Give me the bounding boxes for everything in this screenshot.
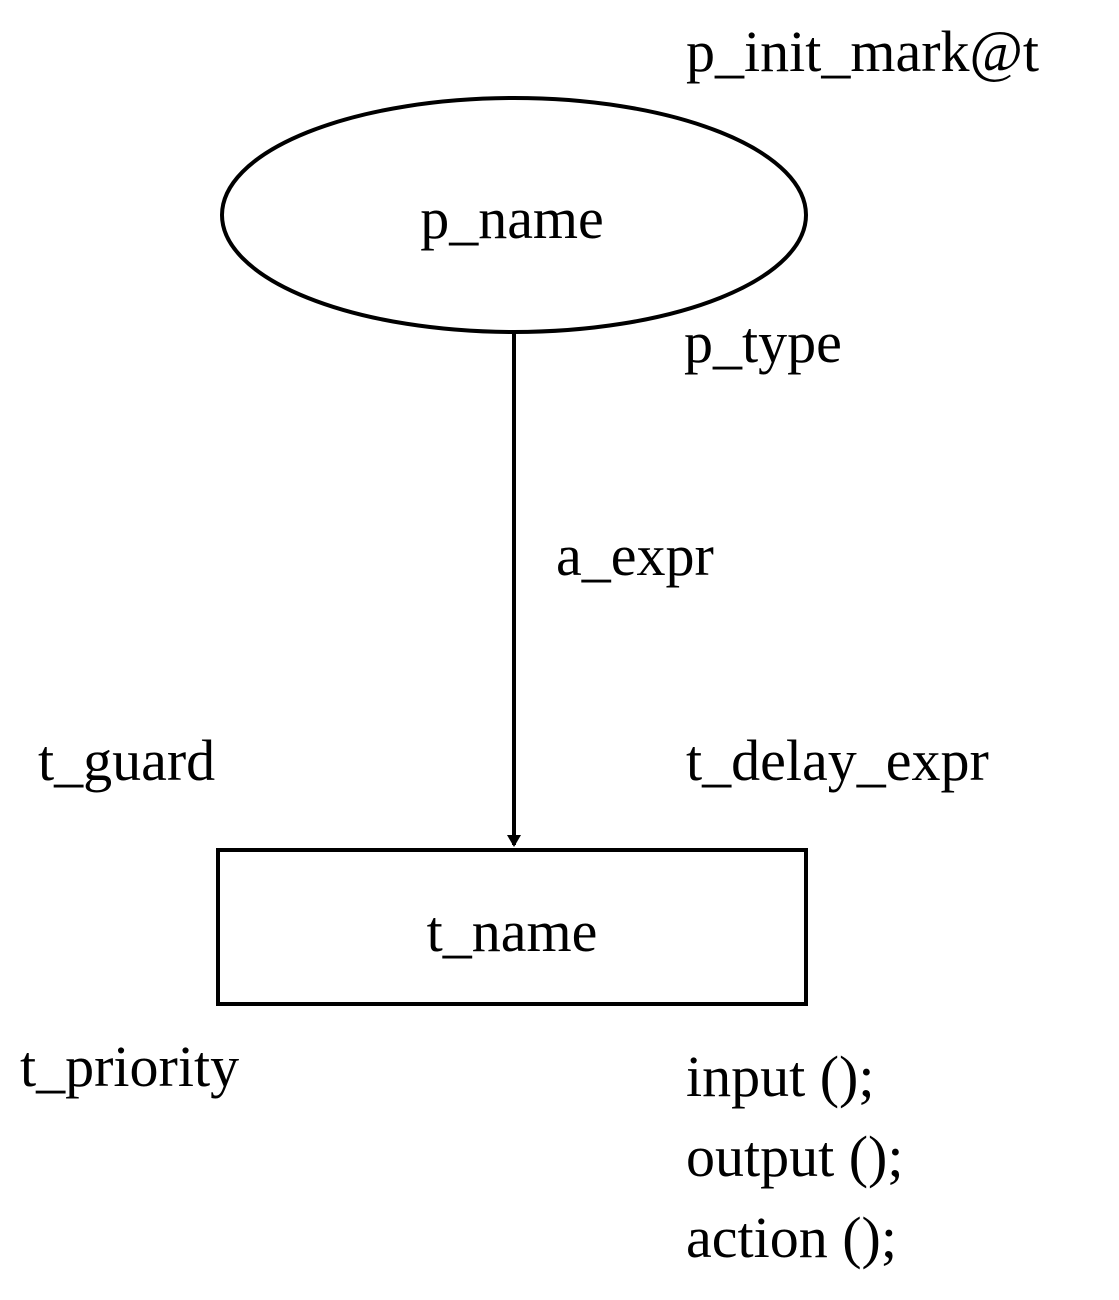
place-node[interactable]: p_name [220,96,808,334]
code-line-output: output (); [686,1124,903,1189]
transition-guard-label: t_guard [38,728,215,793]
arc-expr-label: a_expr [556,523,714,588]
code-line-input: input (); [686,1044,874,1109]
transition-node[interactable]: t_name [216,848,808,1006]
place-type-label: p_type [684,310,842,375]
place-init-mark-label: p_init_mark@t [686,19,1039,84]
transition-code-block: input (); output (); action (); [686,1044,903,1270]
transition-rect[interactable] [216,848,808,1006]
place-name-label: p_name [420,186,604,251]
transition-priority-label: t_priority [20,1034,239,1099]
transition-delay-expr-label: t_delay_expr [686,728,989,793]
transition-name-label: t_name [427,899,598,964]
place-ellipse[interactable] [220,96,808,334]
code-line-action: action (); [686,1205,897,1270]
